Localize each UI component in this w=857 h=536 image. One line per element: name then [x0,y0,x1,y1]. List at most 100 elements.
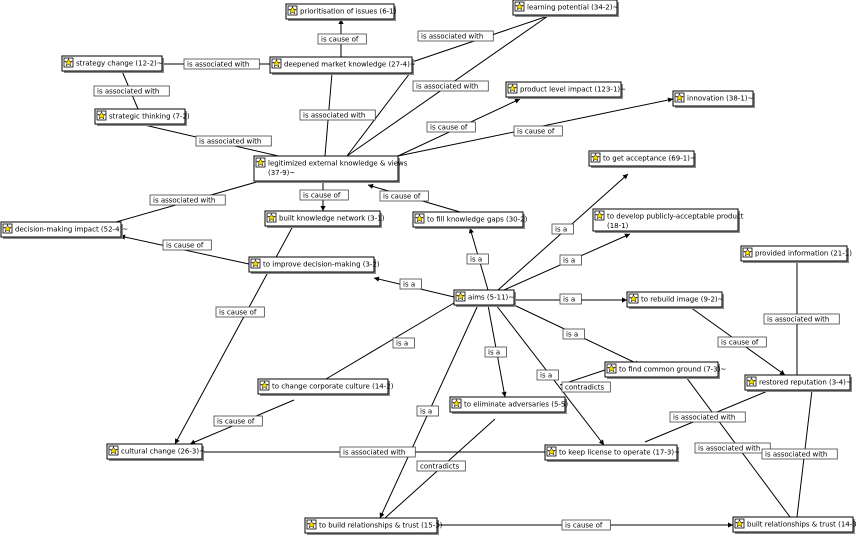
node-box [248,256,375,273]
edge-label-text: is a [403,281,415,289]
node-label: legitimized external knowledge & views [268,160,408,168]
edge-label: is cause of [513,125,563,137]
node-label: strategic thinking (7-2) [109,113,190,121]
arrowhead-icon [501,391,507,397]
node-label-line2: (37-9)~ [268,169,295,177]
node-label: to eliminate adversaries (5-5) [464,401,568,409]
edge-label: is associated with [339,446,416,458]
node-label: cultural change (26-3)~ [121,448,205,456]
node-label: learning potential (34-2)~ [527,4,618,12]
node-innov[interactable]: innovation (38-1)~ [672,90,755,108]
node-deep[interactable]: deepened market knowledge (27-4)~ [269,56,416,75]
node-box [592,208,739,232]
edge-label-text: contradicts [420,463,459,471]
node-box [604,361,719,378]
edge-label-text: is associated with [421,33,483,41]
edge-label-text: is associated with [767,316,829,324]
edge-label: is cause of [317,33,367,45]
edge-label: is a [484,346,507,358]
node-cultural[interactable]: cultural change (26-3)~ [106,443,205,461]
node-license[interactable]: to keep license to operate (17-3)~ [544,444,680,462]
node-prio[interactable]: prioritisation of issues (6-1) [285,3,397,21]
node-buildrel[interactable]: to build relationships & trust (15-3) [304,517,443,535]
node-box [285,3,395,20]
star-icon [2,223,13,234]
edge-label-text: is associated with [416,83,478,91]
edge-label: contradicts [561,381,611,393]
node-plevel[interactable]: product level impact (123-1)~ [505,81,626,99]
edge-label-text: contradicts [565,384,604,392]
edge-label-text: is a [488,349,500,357]
edge-label: is cause of [426,121,476,133]
node-box [626,291,723,308]
node-box [449,396,566,413]
node-label: strategy change (12-2)~ [76,60,163,68]
edge-label: is associated with [299,109,376,121]
edge-label-text: is associated with [698,445,760,453]
edge-label: is cause of [162,239,212,251]
node-label: to find common ground (7-3)~ [619,366,726,374]
node-ground[interactable]: to find common ground (7-3)~ [604,361,726,379]
node-strat[interactable]: strategy change (12-2)~ [61,55,164,73]
edge-label-text: is cause of [517,128,555,136]
edge-label-text: is a [555,226,567,234]
edge-label-text: is cause of [217,418,255,426]
edge-label: is associated with [93,85,170,97]
node-learn[interactable]: learning potential (34-2)~ [512,0,619,17]
star-icon [451,398,462,409]
node-box [512,0,618,16]
node-culture[interactable]: to change corporate culture (14-2) [257,378,394,396]
edge-label-text: is cause of [303,192,341,200]
node-label: decision-making impact (52-4)~ [15,226,128,234]
node-box [672,90,754,107]
node-rebuild[interactable]: to rebuild image (9-2)~ [626,291,724,309]
node-box [412,211,524,228]
node-restored[interactable]: restored reputation (3-4)~ [744,374,852,392]
edge-label-text: is cause of [321,36,359,44]
arrowhead-icon [190,439,196,445]
edge-label-text: is associated with [153,197,215,205]
node-network[interactable]: built knowledge network (3-1) [264,210,385,228]
node-box [453,289,515,306]
node-label: to rebuild image (9-2)~ [641,296,724,304]
arrowhead-icon [338,19,344,24]
edge-label: is a [399,278,422,290]
node-builtrel[interactable]: built relationships & trust (14-3) [732,516,857,534]
node-label: to improve decision-making (3-2) [263,261,380,269]
edge-line [325,302,455,380]
star-icon [287,5,298,16]
node-provided[interactable]: provided information (21-1) [740,245,852,263]
star-icon [514,1,525,12]
star-icon [734,518,745,529]
edge-label: is a [562,328,585,340]
node-think[interactable]: strategic thinking (7-2) [94,108,190,126]
edge-label: is associated with [761,448,838,460]
node-box [544,444,678,461]
edge-label-text: is cause of [721,339,759,347]
node-develop[interactable]: to develop publicly-acceptable product(1… [592,208,744,233]
edge-label: is cause of [299,189,349,201]
arrowhead-icon [468,228,474,234]
star-icon [628,293,639,304]
edge-label-text: is a [420,408,432,416]
node-box [253,155,399,182]
node-box [61,55,163,72]
edge-label-text: is a [566,331,578,339]
node-decision[interactable]: decision-making impact (52-4)~ [0,221,128,239]
arrowhead-icon [374,276,380,282]
node-aims[interactable]: aims (5-11)~ [453,289,516,307]
edge-line [346,72,411,157]
node-box [588,150,695,167]
node-improve[interactable]: to improve decision-making (3-2) [248,256,380,274]
node-accept[interactable]: to get acceptance (69-1)~ [588,150,696,168]
node-box [264,210,381,227]
node-legit[interactable]: legitimized external knowledge & views(3… [253,155,408,183]
edge-label-text: is a [563,257,575,265]
edge-label: is cause of [717,336,767,348]
node-eliminate[interactable]: to eliminate adversaries (5-5) [449,396,568,414]
node-box [269,56,413,74]
node-gaps[interactable]: to fill knowledge gaps (30-2) [412,211,528,229]
node-label: provided information (21-1) [755,250,852,258]
